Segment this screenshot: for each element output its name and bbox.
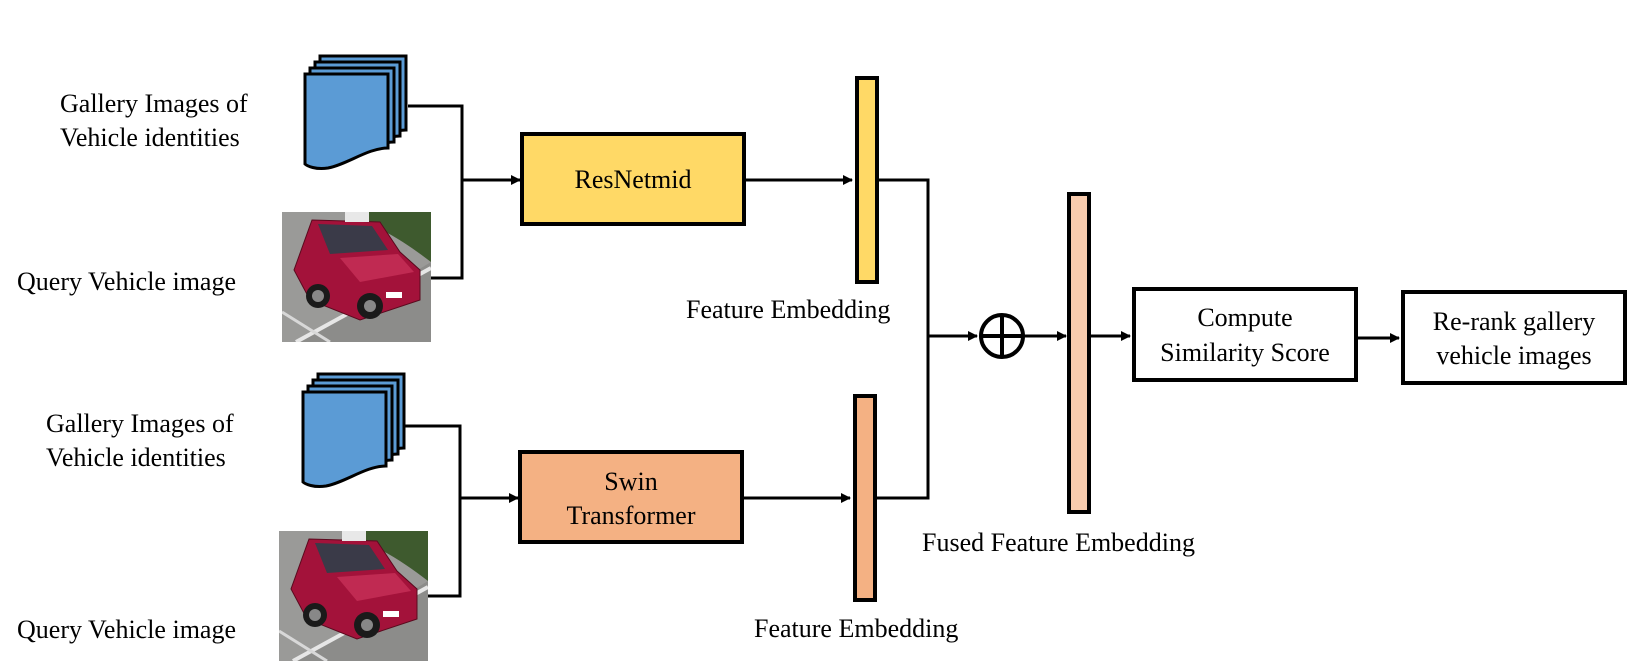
swin-transformer-box: Swin Transformer (518, 450, 744, 544)
swin-label-line1: Swin (604, 467, 657, 496)
document-stack-icon (301, 372, 406, 488)
car-photo-icon (282, 212, 431, 342)
connector-query-bottom (428, 498, 462, 598)
connector-gallery-bottom (404, 424, 462, 498)
query-label-top: Query Vehicle image (17, 267, 236, 296)
gallery-label-bottom-line2: Vehicle identities (46, 443, 226, 472)
connector-gallery-top (408, 104, 464, 180)
fused-feature-embedding (1067, 192, 1091, 514)
query-label-bottom: Query Vehicle image (17, 615, 236, 644)
resnetmid-box: ResNetmid (520, 132, 746, 226)
connector-embedding-bottom-to-fusion (875, 336, 930, 500)
similarity-label-line2: Similarity Score (1160, 338, 1330, 367)
rerank-box: Re-rank gallery vehicle images (1401, 290, 1627, 385)
feature-embedding-top (855, 76, 879, 284)
similarity-label-line1: Compute (1197, 303, 1292, 332)
feature-embedding-bottom-label: Feature Embedding (754, 614, 958, 643)
fused-feature-embedding-label: Fused Feature Embedding (922, 528, 1195, 557)
car-photo-icon (279, 531, 428, 661)
similarity-score-box: Compute Similarity Score (1132, 287, 1358, 382)
feature-embedding-bottom (853, 394, 877, 602)
gallery-label-top-line2: Vehicle identities (60, 123, 240, 152)
gallery-label-bottom-line1: Gallery Images of (46, 409, 234, 438)
rerank-label-line1: Re-rank gallery (1433, 307, 1595, 336)
resnetmid-label: ResNetmid (575, 165, 692, 194)
gallery-label-top-line1: Gallery Images of (60, 89, 248, 118)
connector-embedding-top-to-fusion (877, 178, 930, 336)
rerank-label-line2: vehicle images (1436, 341, 1591, 370)
circled-plus-icon (979, 313, 1025, 359)
feature-embedding-top-label: Feature Embedding (686, 295, 890, 324)
swin-label-line2: Transformer (566, 501, 695, 530)
document-stack-icon (303, 54, 408, 170)
connector-query-top (431, 180, 464, 280)
